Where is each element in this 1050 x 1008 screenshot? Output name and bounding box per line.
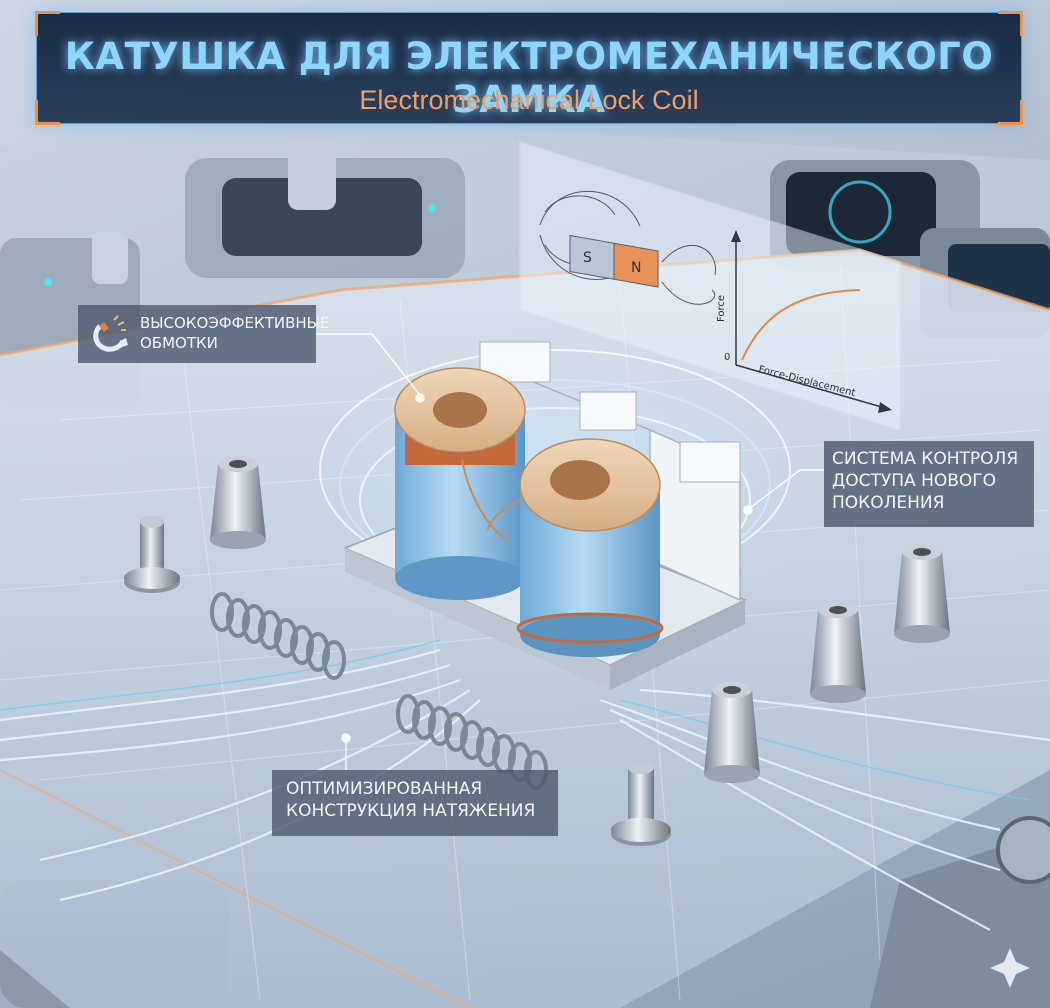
bushing (704, 682, 760, 783)
glow-lines (0, 639, 1031, 801)
callout-access-line1: СИСТЕМА КОНТРОЛЯ (832, 449, 1019, 469)
lead-wire (461, 459, 509, 541)
magnet-n-pole (613, 242, 659, 288)
callout-tension-line1: ОПТИМИЗИРОВАННАЯ (286, 779, 483, 799)
bushing (894, 544, 950, 643)
coil-right (516, 438, 664, 657)
callout-windings-line2: ОБМОТКИ (140, 333, 218, 352)
sparkle-icon (990, 948, 1030, 988)
light-traces (0, 648, 1050, 931)
bushing (810, 602, 866, 703)
bushing (210, 456, 266, 549)
force-curve (741, 289, 861, 361)
corner-accent (35, 11, 60, 36)
magnet-s-pole (569, 234, 615, 280)
chart-origin-label: 0 (724, 352, 730, 363)
bushings (210, 456, 950, 783)
corner-accent (35, 100, 60, 125)
title-panel: КАТУШКА ДЛЯ ЭЛЕКТРОМЕХАНИЧЕСКОГО ЗАМКА E… (35, 11, 1023, 125)
page-title: КАТУШКА ДЛЯ ЭЛЕКТРОМЕХАНИЧЕСКОГО ЗАМКА (64, 35, 994, 121)
chart-x-axis (735, 364, 886, 409)
spring-left (210, 592, 346, 680)
callout-access-line3: ПОКОЛЕНИЯ (832, 493, 945, 514)
corner-accent (998, 11, 1023, 36)
callout-windings-line1: ВЫСОКОЭФФЕКТИВНЫЕ (140, 314, 330, 332)
callout-access-line2: ДОСТУПА НОВОГО (832, 471, 997, 492)
callout-tension-design: ОПТИМИЗИРОВАННАЯ КОНСТРУКЦИЯ НАТЯЖЕНИЯ (272, 770, 558, 836)
screw-left (124, 516, 180, 593)
coil-assembly (343, 341, 747, 690)
callout-access-control: СИСТЕМА КОНТРОЛЯ ДОСТУПА НОВОГО ПОКОЛЕНИ… (824, 441, 1034, 527)
magnet-icon (93, 315, 128, 352)
page-subtitle: Electromechanical Lock Coil (359, 85, 699, 115)
callout-leaders (316, 333, 824, 770)
coil-left (394, 367, 526, 600)
corner-accent (998, 100, 1023, 125)
callout-tension-line2: КОНСТРУКЦИЯ НАТЯЖЕНИЯ (286, 801, 536, 822)
callout-windings: ВЫСОКОЭФФЕКТИВНЫЕ ОБМОТКИ (78, 305, 330, 363)
magnet-s-label: S (583, 250, 592, 266)
magnet-n-label: N (631, 260, 641, 276)
screw-front (611, 762, 671, 846)
chart-y-label: Force (716, 295, 727, 322)
